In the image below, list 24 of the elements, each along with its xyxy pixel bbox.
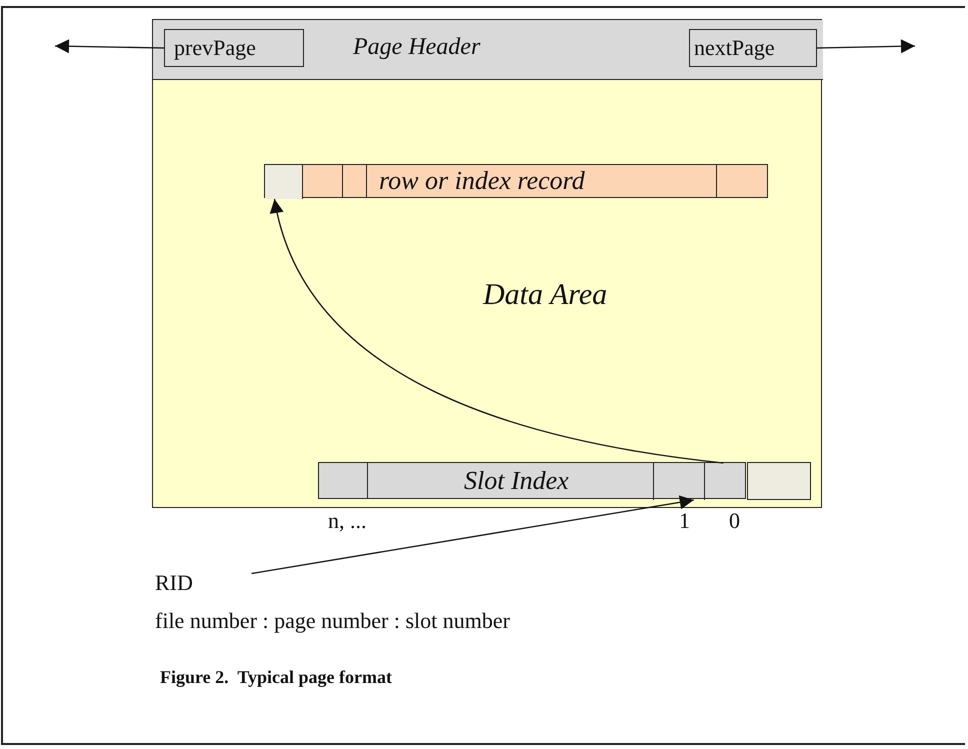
pointer-label: nextPage — [694, 35, 775, 61]
figure-caption: Figure 2. Typical page format — [160, 667, 392, 688]
header-title: Page Header — [353, 34, 480, 61]
area-title: Data Area — [483, 278, 608, 312]
arrow — [271, 198, 724, 464]
slot-number: 1 — [679, 508, 690, 534]
header-band — [153, 20, 823, 80]
slot-number: 0 — [729, 508, 740, 534]
arrow — [54, 39, 164, 54]
record-bar — [264, 164, 768, 198]
free-space-box — [747, 462, 811, 500]
arrow — [816, 39, 916, 54]
pointer-box — [164, 29, 304, 67]
page-box — [152, 19, 822, 508]
rid-label: RID — [155, 570, 193, 596]
slot-index-label: Slot Index — [464, 466, 569, 496]
pointer-box — [689, 29, 817, 67]
pointer-label: prevPage — [174, 35, 256, 61]
slot-array-bar — [318, 462, 746, 499]
slot-number: n, ... — [328, 508, 366, 534]
record-label: row or index record — [379, 166, 585, 196]
header-cell — [265, 165, 303, 199]
arrow — [252, 495, 694, 574]
rid-description: file number : page number : slot number — [155, 608, 510, 634]
